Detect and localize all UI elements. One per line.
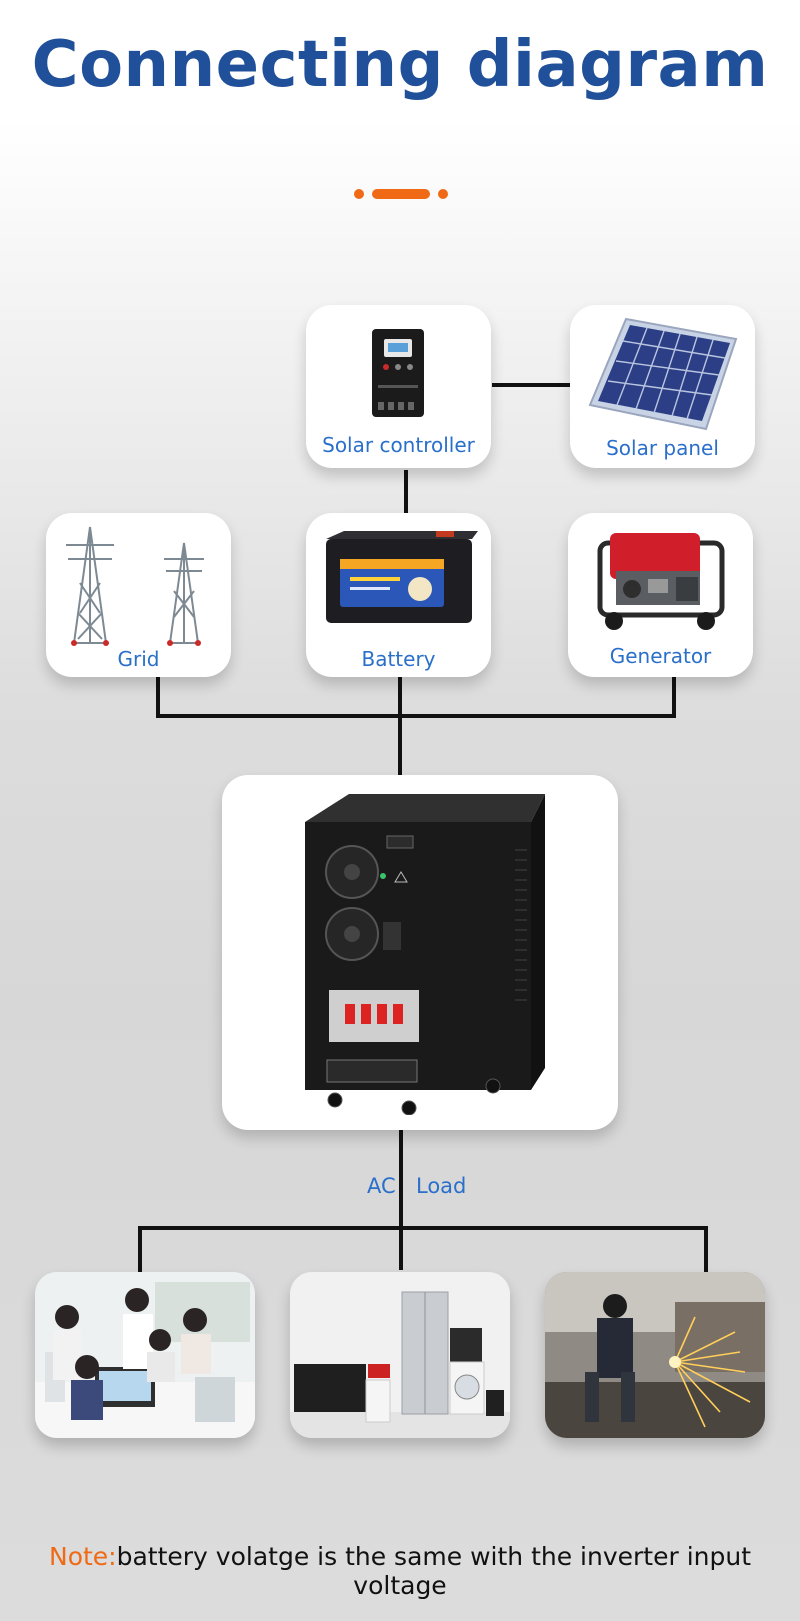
- solar-panel-label: Solar panel: [606, 436, 719, 460]
- connector-load-left: [138, 1226, 142, 1272]
- load-appliances-card: [290, 1272, 510, 1438]
- load-office-card: [35, 1272, 255, 1438]
- connector-load-bus: [138, 1226, 708, 1230]
- connector-controller-panel: [492, 383, 570, 387]
- solar-controller-icon: [370, 327, 426, 419]
- solar-panel-card: Solar panel: [570, 305, 755, 468]
- note-prefix: Note:: [49, 1542, 117, 1571]
- power-tower-icon: [60, 523, 220, 648]
- solar-panel-icon: [588, 317, 738, 432]
- note-text: Note:battery volatge is the same with th…: [0, 1542, 800, 1600]
- connector-controller-battery: [404, 470, 408, 513]
- office-workers-photo: [35, 1272, 255, 1438]
- battery-icon: [320, 529, 480, 631]
- load-label: Load: [416, 1174, 467, 1198]
- title-decoration-dash: [372, 189, 430, 199]
- connector-inverter-down: [399, 1130, 403, 1270]
- solar-controller-label: Solar controller: [322, 433, 475, 457]
- home-appliances-photo: [290, 1272, 510, 1438]
- solar-controller-card: Solar controller: [306, 305, 491, 468]
- generator-icon: [586, 523, 736, 633]
- battery-label: Battery: [361, 647, 436, 671]
- connector-load-right: [704, 1226, 708, 1272]
- inverter-card: [222, 775, 618, 1130]
- welding-worker-photo: [545, 1272, 765, 1438]
- page-title: Connecting diagram: [31, 28, 769, 102]
- connector-battery-down: [398, 677, 402, 777]
- generator-card: Generator: [568, 513, 753, 677]
- load-welding-card: [545, 1272, 765, 1438]
- inverter-icon: [297, 790, 547, 1115]
- title-decoration-dot-right: [438, 189, 448, 199]
- connector-bus-horizontal: [156, 714, 676, 718]
- connector-grid-down: [156, 677, 160, 718]
- generator-label: Generator: [609, 644, 712, 668]
- connector-generator-down: [672, 677, 676, 718]
- ac-label: AC: [367, 1174, 396, 1198]
- grid-card: Grid: [46, 513, 231, 677]
- note-body: battery volatge is the same with the inv…: [116, 1542, 751, 1600]
- title-decoration-dot-left: [354, 189, 364, 199]
- battery-card: Battery: [306, 513, 491, 677]
- grid-label: Grid: [117, 647, 160, 671]
